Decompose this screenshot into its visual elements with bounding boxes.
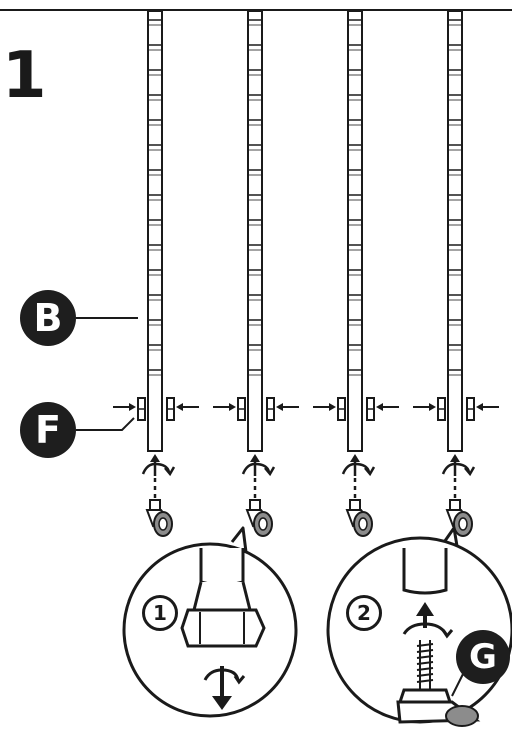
shelf-post-1	[113, 10, 199, 537]
shelf-post-3	[313, 10, 399, 537]
rotate-arrow-icon	[241, 462, 276, 477]
push-arrow-icon	[416, 602, 434, 628]
clip-half-left	[137, 397, 146, 421]
clip-half-right	[166, 397, 175, 421]
push-arrow-icon	[313, 403, 336, 411]
shelf-post-4	[413, 10, 499, 537]
caster-wheel	[245, 499, 273, 537]
clip-half-right	[366, 397, 375, 421]
leader-line-f	[76, 417, 135, 431]
rotate-arrow-icon	[402, 622, 454, 639]
caster-wheel	[145, 499, 173, 537]
clip-half-right	[266, 397, 275, 421]
push-arrow-icon	[213, 403, 236, 411]
clip-half-right	[466, 397, 475, 421]
caster-wheel	[345, 499, 373, 537]
clip-half-left	[337, 397, 346, 421]
shelf-post-2	[213, 10, 299, 537]
push-arrow-icon	[376, 403, 399, 411]
clip-half-left	[237, 397, 246, 421]
push-arrow-icon	[113, 403, 136, 411]
up-arrow-icon	[450, 454, 460, 476]
substep-1-label: 1	[142, 595, 178, 631]
rotate-arrow-icon	[341, 462, 376, 477]
up-arrow-icon	[250, 454, 260, 476]
push-arrow-icon	[176, 403, 199, 411]
detail-circle-1	[122, 526, 298, 718]
push-arrow-icon	[413, 403, 436, 411]
rotate-arrow-icon	[441, 462, 476, 477]
step-number: 1	[2, 39, 47, 113]
caster-wheel	[445, 499, 473, 537]
substep-2-label: 2	[346, 595, 382, 631]
caster-label-badge: G	[456, 630, 510, 684]
push-arrow-icon	[276, 403, 299, 411]
down-arrow-icon	[212, 666, 232, 710]
rotate-arrow-icon	[141, 462, 176, 477]
clip-half-left	[437, 397, 446, 421]
push-arrow-icon	[476, 403, 499, 411]
post-label-badge: B	[20, 290, 76, 346]
up-arrow-icon	[150, 454, 160, 476]
up-arrow-icon	[350, 454, 360, 476]
threaded-stem	[416, 640, 434, 690]
clip-label-badge: F	[20, 402, 76, 458]
